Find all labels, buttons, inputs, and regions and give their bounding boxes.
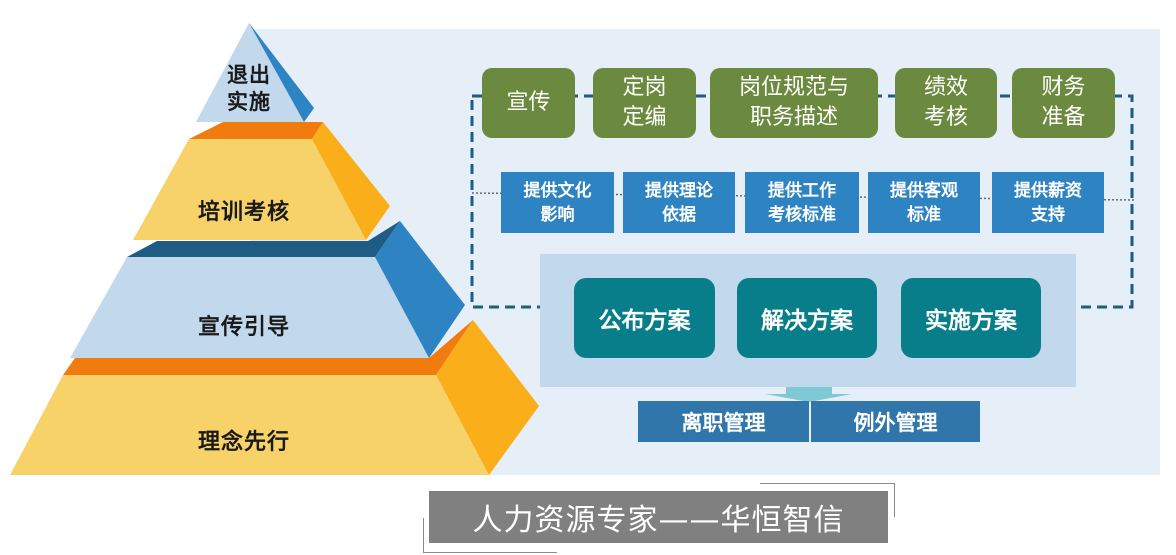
pyramid-layer3-front xyxy=(70,257,429,358)
step-box: 定岗 定编 xyxy=(593,68,696,138)
step-box: 财务 准备 xyxy=(1012,68,1115,138)
pyramid-label-publicity: 宣传引导 xyxy=(197,315,290,340)
arrow-stem xyxy=(786,387,832,394)
support-box: 提供薪资 支持 xyxy=(992,172,1104,233)
pyramid-layer3-band xyxy=(127,221,400,257)
footer-corner-line xyxy=(423,552,557,553)
support-box: 提供文化 影响 xyxy=(501,172,614,233)
step-box: 宣传 xyxy=(482,68,575,138)
pyramid-layer2-side xyxy=(312,122,390,240)
management-box-exception: 例外管理 xyxy=(811,401,980,442)
step-box: 岗位规范与 职务描述 xyxy=(710,68,878,138)
plan-box-implement: 实施方案 xyxy=(901,278,1041,358)
footer-banner: 人力资源专家——华恒智信 xyxy=(429,491,888,543)
footer-corner-line xyxy=(760,483,895,484)
pyramid-label-concept: 理念先行 xyxy=(197,430,290,455)
step-box: 绩效 考核 xyxy=(895,68,997,138)
pyramid-layer2-band xyxy=(189,122,323,139)
pyramid-top-front xyxy=(196,23,304,122)
arrow-head-icon xyxy=(765,394,852,402)
support-box: 提供客观 标准 xyxy=(868,172,980,233)
pyramid-layer4-side xyxy=(436,320,539,475)
support-box: 提供理论 依据 xyxy=(623,172,735,233)
footer-corner-line xyxy=(894,483,895,517)
footer-corner-line xyxy=(423,518,424,553)
pyramid-label-exit: 退出 实施 xyxy=(227,63,271,114)
pyramid-layer4-front xyxy=(10,375,489,475)
pyramid-layer3-side xyxy=(375,221,465,358)
plan-box-publish: 公布方案 xyxy=(574,278,715,358)
support-box: 提供工作 考核标准 xyxy=(745,172,859,233)
pyramid-label-training: 培训考核 xyxy=(197,200,290,225)
pyramid-layer4-band xyxy=(63,320,473,375)
pyramid-top-side xyxy=(249,23,314,122)
plan-box-solve: 解决方案 xyxy=(737,278,877,358)
pyramid-layer2-front xyxy=(133,139,366,240)
management-box-resignation: 离职管理 xyxy=(638,401,809,442)
